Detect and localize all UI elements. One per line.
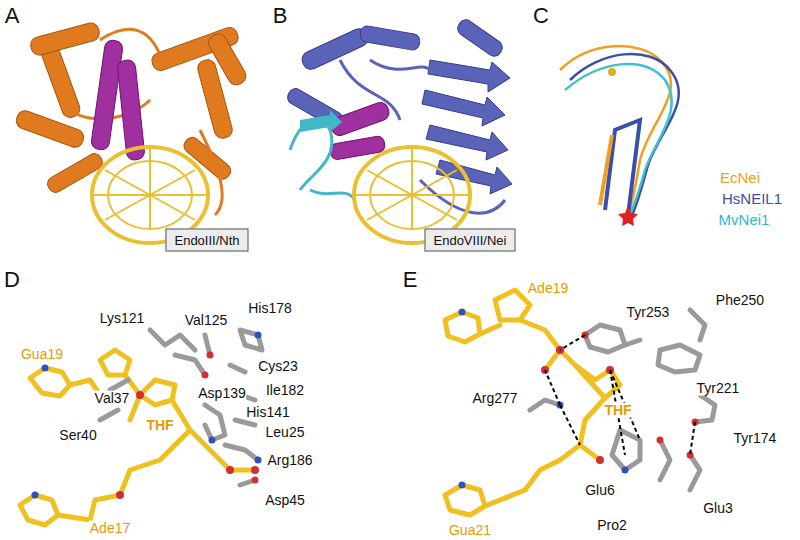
panel-letter: C: [532, 4, 550, 27]
endo8-active-site: [445, 290, 715, 515]
residue-label: Glu3: [702, 501, 734, 516]
structure-family-box: EndoVIII/Nei: [425, 229, 516, 252]
panel-letter: E: [402, 268, 419, 291]
legend-text: MvNei1: [718, 212, 771, 228]
residue-label: Tyr174: [733, 431, 778, 446]
residue-label: Ser40: [58, 428, 97, 443]
residue-label: Phe250: [715, 293, 765, 308]
residue-label: His178: [247, 301, 293, 316]
residue-label: Tyr253: [626, 305, 671, 320]
residue-label: Leu25: [265, 425, 306, 440]
nucleotide-label: Gua19: [20, 347, 64, 362]
nucleotide-label: THF: [603, 403, 632, 418]
endo8-structure: [285, 17, 512, 243]
endo3-structure: [14, 21, 249, 243]
residue-label: Lys121: [99, 311, 146, 326]
residue-label: Cys23: [257, 359, 299, 374]
residue-label: Ile182: [265, 383, 305, 398]
residue-label: Glu6: [584, 483, 616, 498]
residue-label: Arg186: [266, 453, 313, 468]
residue-label: Tyr221: [696, 381, 741, 396]
residue-label: His141: [245, 405, 291, 420]
nucleotide-label: Ade17: [89, 521, 131, 536]
nucleotide-label: Ade19: [527, 281, 569, 296]
residue-label: Pro2: [596, 518, 628, 533]
legend-text: HsNEIL1: [721, 191, 783, 207]
panel-letter: A: [4, 4, 21, 27]
zinc-finger-overlay: [560, 46, 679, 226]
residue-label: Val37: [94, 391, 131, 406]
panel-letter: B: [272, 4, 289, 27]
box-label: EndoIII/Nth: [174, 233, 239, 248]
legend-text: EcNei: [719, 170, 761, 186]
residue-label: Val125: [184, 313, 229, 328]
nucleotide-label: Gua21: [448, 523, 492, 538]
endo3-active-site: [20, 330, 262, 525]
residue-label: Asp45: [264, 493, 306, 508]
structure-family-box: EndoIII/Nth: [165, 229, 248, 252]
residue-label: Arg277: [471, 391, 518, 406]
residue-label: Asp139: [197, 386, 246, 401]
box-label: EndoVIII/Nei: [434, 233, 507, 248]
nucleotide-label: THF: [145, 418, 174, 433]
panel-letter: D: [3, 268, 21, 291]
